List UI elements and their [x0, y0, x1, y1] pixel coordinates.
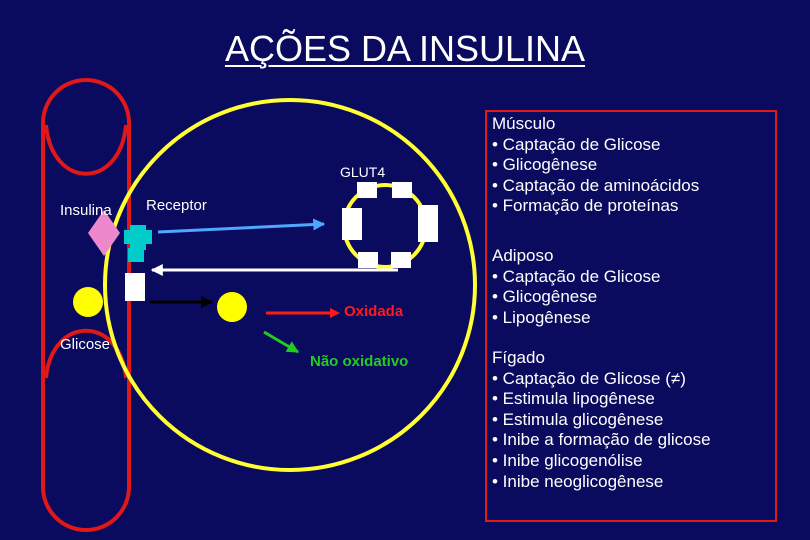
signal-arrow: [157, 218, 326, 234]
nao-oxidativo-label: Não oxidativo: [310, 353, 409, 370]
glut4-transporter: [342, 182, 438, 269]
glut4-label: GLUT4: [340, 164, 386, 180]
insulin-receptor: [124, 225, 152, 301]
section-heading: Músculo: [492, 114, 556, 133]
list-item: • Glicogênese: [492, 287, 598, 307]
section-heading: Adiposo: [492, 246, 554, 265]
list-item: • Captação de Glicose: [492, 266, 661, 286]
cell-membrane: [103, 98, 477, 472]
blood-vessel: [41, 78, 131, 532]
list-item: • Inibe a formação de glicose: [492, 430, 711, 450]
list-item: • Captação de Glicose: [492, 134, 661, 154]
glucose-molecule: [217, 292, 247, 322]
list-item: • Formação de proteínas: [492, 196, 679, 216]
non-oxidative-arrow: [263, 330, 300, 354]
list-item: • Captação de Glicose (≠): [492, 368, 686, 388]
effects-panel: [485, 110, 777, 522]
glucose-molecule: [73, 287, 103, 317]
oxidation-arrowhead: [330, 308, 340, 318]
receptor-label: Receptor: [146, 197, 207, 214]
list-item: • Inibe neoglicogênese: [492, 471, 664, 491]
list-item: • Lipogênese: [492, 307, 591, 327]
list-item: • Estimula lipogênese: [492, 389, 655, 409]
section-musculo: Músculo • Captação de Glicose • Glicogên…: [492, 114, 699, 217]
insulina-label: Insulina: [60, 202, 112, 219]
section-adiposo: Adiposo • Captação de Glicose • Glicogên…: [492, 246, 661, 328]
list-item: • Estimula glicogênese: [492, 409, 664, 429]
glicose-label: Glicose: [60, 336, 111, 353]
section-figado: Fígado • Captação de Glicose (≠) • Estim…: [492, 348, 711, 492]
oxidada-label: Oxidada: [344, 303, 404, 320]
blood-vessel-inner-curve: [44, 124, 128, 176]
list-item: • Captação de aminoácidos: [492, 175, 700, 195]
section-heading: Fígado: [492, 348, 545, 367]
page-title: AÇÕES DA INSULINA: [224, 28, 586, 69]
list-item: • Glicogênese: [492, 155, 598, 175]
list-item: • Inibe glicogenólise: [492, 450, 643, 470]
insulin-molecule: [88, 210, 120, 256]
